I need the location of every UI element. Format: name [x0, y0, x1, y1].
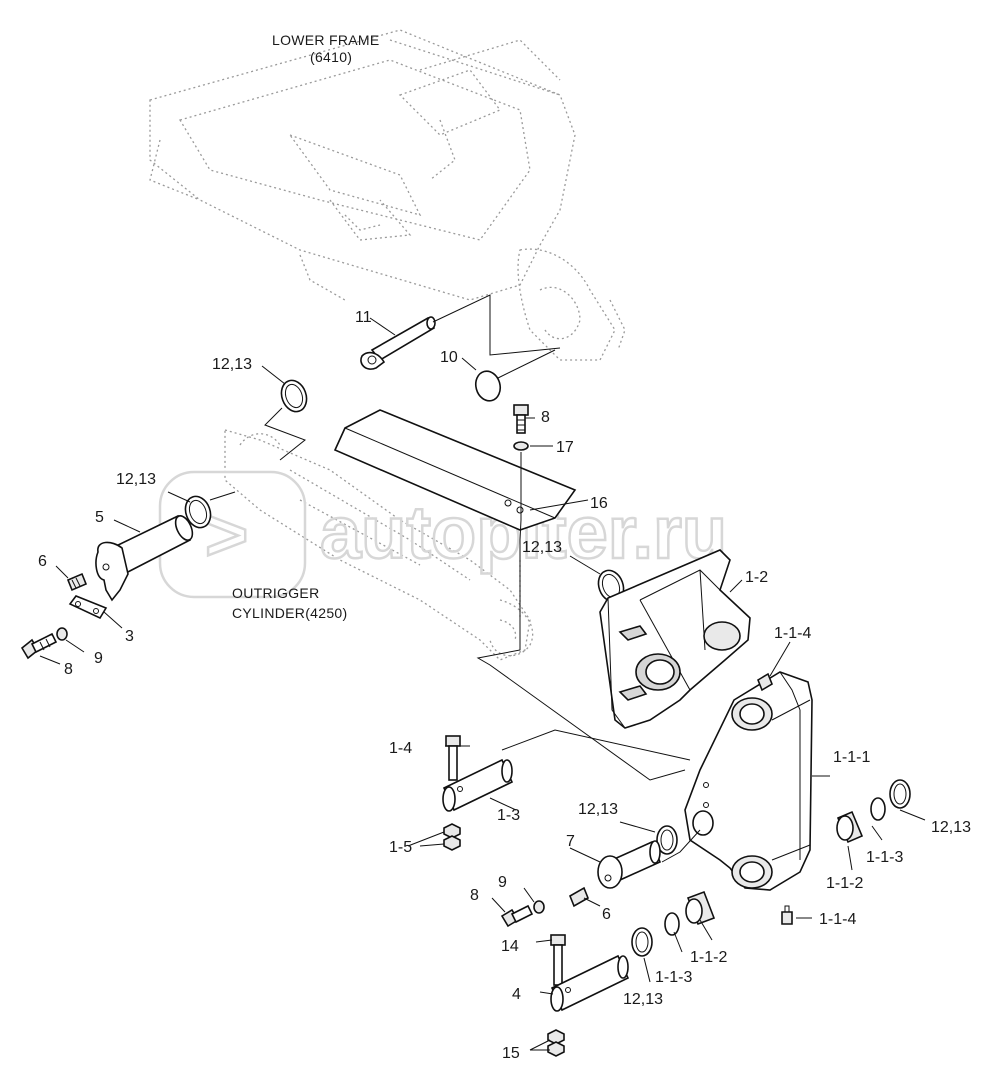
part-12-13-oring-mid: [656, 825, 678, 855]
callout-label: 8: [470, 887, 479, 904]
part-15-nuts: [547, 1029, 565, 1057]
callout-label: 8: [541, 409, 550, 426]
caption-outrigger-line1: OUTRIGGER: [232, 585, 319, 601]
callout-label: 1-1-2: [826, 875, 863, 892]
callout-label: 6: [602, 906, 611, 923]
part-8-bolt-bottom: [500, 904, 534, 928]
callout-label: 12,13: [931, 819, 971, 836]
callout-label: 11: [355, 309, 372, 326]
part-11-lock-pin: [360, 316, 436, 370]
part-1-4-bolt: [445, 735, 461, 781]
part-16-cover-plate: [333, 409, 577, 531]
part-8-bolt-left: [20, 632, 58, 660]
leader-lines: [39, 294, 926, 1051]
callout-label: 16: [590, 495, 608, 512]
part-6-grease-fitting-b: [568, 886, 590, 908]
caption-lower-frame-line1: LOWER FRAME: [272, 32, 380, 48]
part-1-1-1-arm: [684, 671, 813, 891]
part-6-grease-fitting-a: [66, 572, 88, 592]
callout-label: 12,13: [623, 991, 663, 1008]
part-17-washer: [513, 441, 529, 451]
callout-label: 12,13: [116, 471, 156, 488]
part-12-13-oring-right: [889, 779, 911, 809]
callout-label: 9: [94, 650, 103, 667]
part-1-1-3-ring-bottom: [664, 912, 680, 936]
callout-label: 1-1-4: [774, 625, 811, 642]
callout-labels: 11 10 12,13 8 17 12,13 16 5 6 12,13 1-2 …: [38, 309, 971, 1062]
callout-label: 17: [556, 439, 574, 456]
callout-label: 12,13: [212, 356, 252, 373]
part-1-5-nuts: [443, 823, 461, 851]
callout-label: 5: [95, 509, 104, 526]
part-5-pin: [95, 514, 194, 602]
callout-label: 1-5: [389, 839, 412, 856]
lower-frame-ghost: [149, 29, 626, 361]
callout-label: 8: [64, 661, 73, 678]
callout-label: 12,13: [578, 801, 618, 818]
part-12-13-oring-b: [184, 495, 212, 529]
part-12-13-oring-bottom: [631, 927, 653, 957]
part-12-13-oring-a: [280, 379, 308, 413]
callout-label: 3: [125, 628, 134, 645]
part-9-washer-a: [56, 627, 68, 641]
part-1-3-pin: [442, 758, 514, 812]
callout-label: 1-1-1: [833, 749, 870, 766]
part-7-pin: [597, 840, 662, 889]
caption-lower-frame: LOWER FRAME (6410): [272, 32, 380, 65]
callout-label: 1-1-3: [866, 849, 903, 866]
part-4-pin: [550, 954, 630, 1012]
callout-label: 10: [440, 349, 458, 366]
part-1-1-2-bushing-right: [836, 810, 864, 844]
part-1-2-bracket: [599, 549, 751, 729]
part-8-bolt-plate: [513, 404, 529, 434]
part-14-bolt: [550, 934, 566, 986]
callout-label: 1-1-3: [655, 969, 692, 986]
callout-label: 9: [498, 874, 507, 891]
callout-label: 1-2: [745, 569, 768, 586]
part-3-lock-plate: [68, 595, 108, 620]
callout-label: 1-3: [497, 807, 520, 824]
callout-label: 6: [38, 553, 47, 570]
callout-label: 1-1-2: [690, 949, 727, 966]
callout-label: 12,13: [522, 539, 562, 556]
part-1-1-2-bushing-bottom: [685, 890, 716, 926]
callout-label: 15: [502, 1045, 520, 1062]
part-1-1-4-fitting-bottom: [781, 905, 793, 925]
callout-label: 14: [501, 938, 519, 955]
caption-lower-frame-line2: (6410): [310, 49, 352, 65]
part-1-1-4-fitting-top: [757, 672, 773, 692]
callout-label: 1-1-4: [819, 911, 856, 928]
part-1-1-3-ring-right: [870, 797, 886, 821]
part-10-washer: [474, 370, 502, 402]
caption-outrigger-cylinder: OUTRIGGER CYLINDER(4250): [232, 585, 347, 621]
caption-outrigger-line2: CYLINDER(4250): [232, 605, 347, 621]
callout-label: 1-4: [389, 740, 412, 757]
part-9-washer-b: [533, 900, 545, 914]
watermark-logo-glyph: >: [205, 493, 248, 576]
callout-label: 7: [566, 833, 575, 850]
callout-label: 4: [512, 986, 521, 1003]
